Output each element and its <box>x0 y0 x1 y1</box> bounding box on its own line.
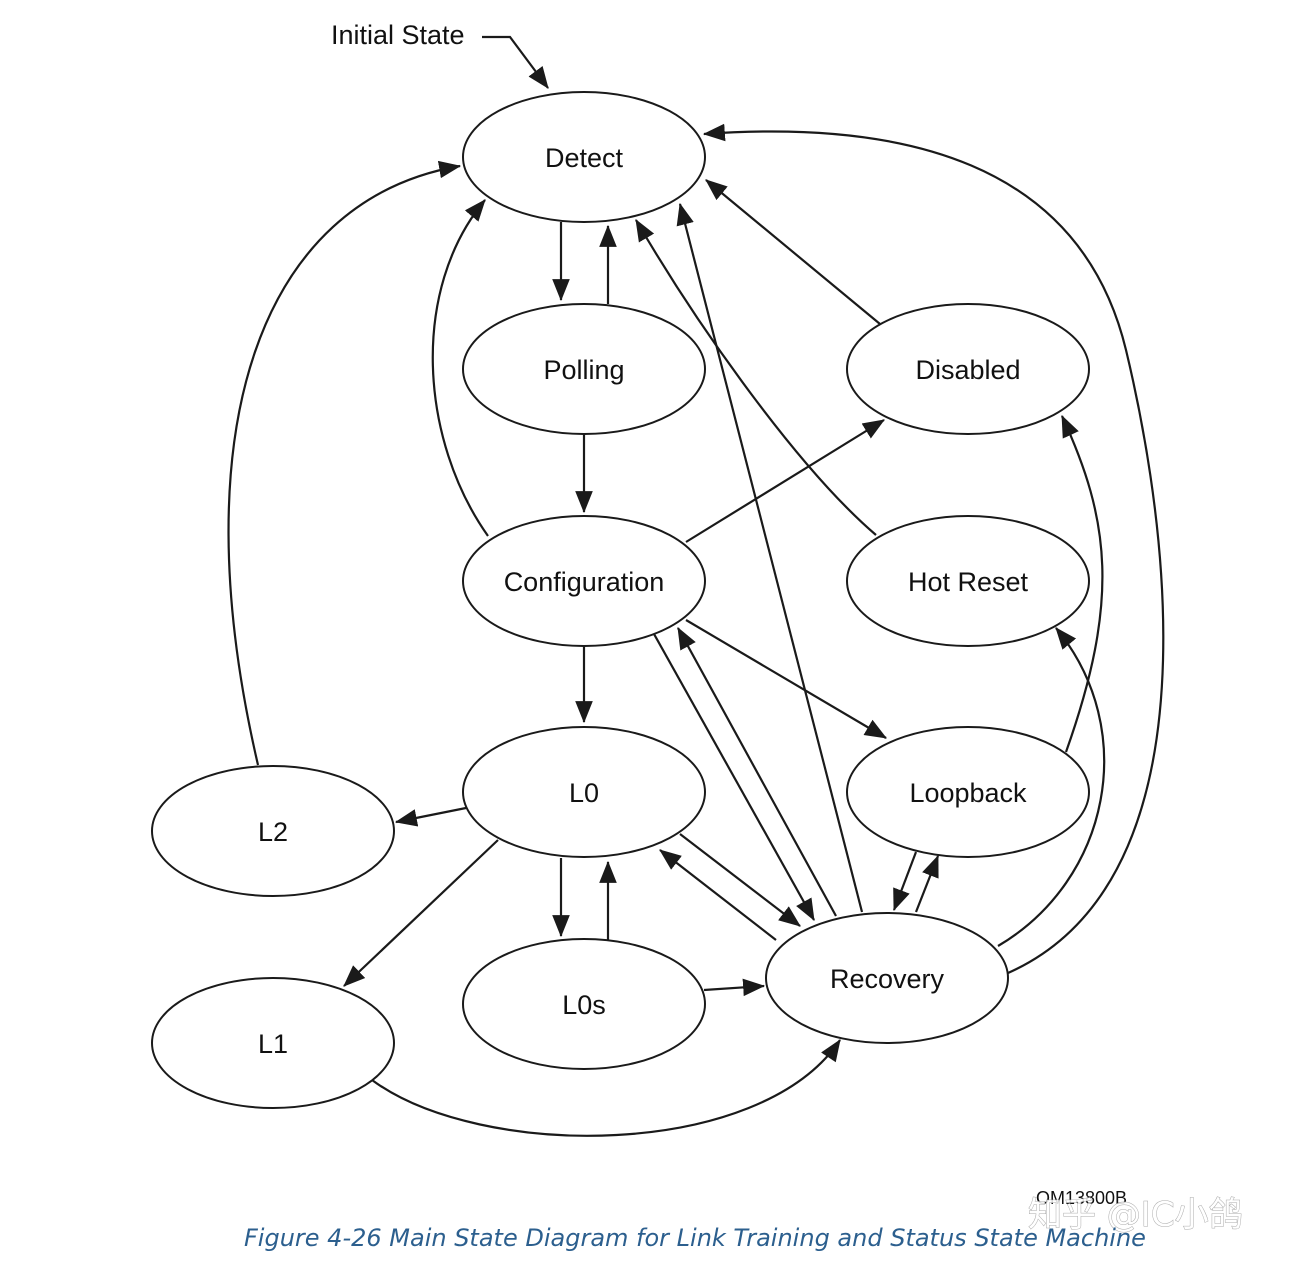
edge-configuration-to-detect <box>431 199 489 537</box>
state-label: Detect <box>545 143 624 173</box>
edge-loopback-to-recovery <box>892 851 918 912</box>
state-hot-reset: Hot Reset <box>846 515 1090 647</box>
state-recovery: Recovery <box>765 912 1009 1044</box>
state-l1: L1 <box>151 977 395 1109</box>
edge-recovery-to-loopback <box>914 854 940 913</box>
edge-configuration-to-loopback <box>685 619 887 739</box>
edge-recovery-to-configuration <box>677 627 837 917</box>
state-label: L1 <box>258 1029 288 1059</box>
state-detect: Detect <box>462 91 706 223</box>
edges <box>227 123 1165 1137</box>
state-l0s: L0s <box>462 938 706 1070</box>
state-polling: Polling <box>462 303 706 435</box>
edge-disabled-to-detect <box>705 179 881 325</box>
state-label: Loopback <box>909 778 1027 808</box>
state-label: Polling <box>543 355 624 385</box>
edge-initial-to-detect <box>482 35 549 89</box>
figure-caption: Figure 4-26 Main State Diagram for Link … <box>244 1224 1146 1252</box>
edge-l2-to-detect <box>227 160 462 766</box>
edge-l0s-to-recovery <box>703 978 766 997</box>
state-label: L0s <box>562 990 606 1020</box>
edge-loopback-to-disabled <box>1061 415 1104 753</box>
edge-recovery-to-detect-outer <box>702 123 1165 975</box>
edge-configuration-to-disabled <box>685 419 885 543</box>
edge-l1-to-recovery <box>371 1039 841 1137</box>
state-l2: L2 <box>151 765 395 897</box>
edge-l0-to-l2 <box>394 806 467 827</box>
state-label: Disabled <box>915 355 1020 385</box>
edge-recovery-to-l0 <box>659 849 777 941</box>
edge-configuration-to-recovery <box>653 633 815 921</box>
edge-l0-to-l1 <box>343 839 499 987</box>
initial-state-label: Initial State <box>331 20 465 50</box>
state-configuration: Configuration <box>462 515 706 647</box>
state-label: Hot Reset <box>908 567 1029 597</box>
state-label: Configuration <box>504 567 665 597</box>
edge-l0-to-recovery <box>679 833 801 927</box>
state-label: L0 <box>569 778 599 808</box>
watermark: 知乎 @IC小鸽 <box>1028 1195 1243 1235</box>
state-l0: L0 <box>462 726 706 858</box>
state-label: Recovery <box>830 964 945 994</box>
state-disabled: Disabled <box>846 303 1090 435</box>
state-label: L2 <box>258 817 288 847</box>
edge-recovery-to-hotreset <box>997 627 1106 947</box>
edge-recovery-to-detect <box>676 202 864 913</box>
edge-hotreset-to-detect <box>635 219 877 536</box>
figure-code: OM13800B <box>1036 1188 1127 1208</box>
state-loopback: Loopback <box>846 726 1090 858</box>
